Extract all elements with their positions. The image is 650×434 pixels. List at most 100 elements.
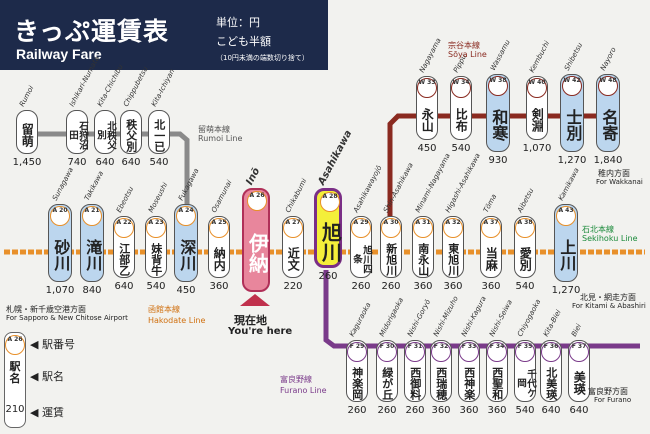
station-fare: 1,840: [593, 155, 623, 166]
station-kita-chichibu: 北秩父別: [94, 110, 116, 154]
station-pippu: W 34 比布: [450, 76, 472, 140]
rumoi-line-ja: 留萌本線: [198, 125, 230, 134]
station-name: 西神楽: [462, 366, 476, 400]
station-number-badge: W 34: [451, 78, 471, 98]
station-nishi-mizuho: F 32 西瑞穂: [430, 340, 452, 402]
station-chiyogaoka: F 35 千代ケ岡: [514, 340, 536, 402]
station-nishi-kagura: F 33 西神楽: [458, 340, 480, 402]
station-fare: 360: [443, 281, 463, 292]
station-number-badge: F 34: [487, 342, 507, 362]
station-number-badge: A 43: [556, 206, 576, 226]
station-moseushi: A 23 妹背牛: [145, 216, 167, 278]
station-number-badge: A 37: [481, 218, 501, 238]
station-name: 旭川: [318, 222, 343, 262]
station-fare: 540: [149, 157, 169, 168]
station-fare: 540: [515, 405, 535, 416]
station-number-badge: F 36: [541, 342, 561, 362]
direction-wakkanai-en: For Wakkanai: [596, 178, 643, 186]
station-chippubetsu: 秩父別: [120, 110, 142, 154]
station-name: 士別: [563, 109, 583, 141]
station-number-badge: W 38: [488, 76, 508, 96]
legend-station-name-text: 駅名: [41, 370, 64, 383]
legend-station-no: ◀ 駅番号: [30, 338, 75, 351]
station-number-badge: F 33: [459, 342, 479, 362]
station-fare: 260: [405, 405, 425, 416]
station-name: 北美瑛: [544, 366, 558, 400]
station-number-badge: A 23: [146, 218, 166, 238]
legend-station-no-text: 駅番号: [41, 338, 75, 351]
station-name: 伊納: [245, 233, 270, 273]
station-name: 滝川: [83, 239, 103, 271]
station-fare: 1,270: [551, 285, 581, 296]
station-fare: 260: [381, 281, 401, 292]
station-ishikari-numata: 石狩沼田: [66, 110, 88, 154]
direction-furano: 富良野方面: [588, 387, 628, 396]
station-number-badge: A 28: [320, 192, 340, 212]
station-kita-ichiyan: 北一已: [148, 110, 170, 154]
station-number-badge: A 22: [114, 218, 134, 238]
station-fare: 640: [121, 157, 141, 168]
sekihoku-line-ja: 石北本線: [582, 225, 614, 234]
sekihoku-line-en: Sekihoku Line: [582, 234, 638, 243]
direction-kitami: 北見・網走方面: [580, 293, 636, 302]
station-fare: 450: [176, 285, 196, 296]
station-number-badge: F 32: [431, 342, 451, 362]
station-name: 神楽岡: [350, 366, 364, 400]
station-number-badge: A 31: [413, 218, 433, 238]
station-fare: 220: [283, 281, 303, 292]
station-fare: 1,070: [45, 285, 75, 296]
station-name: 留萌: [20, 123, 35, 147]
station-number-badge: F 37: [569, 342, 589, 362]
station-name: 西瑞穂: [434, 366, 448, 400]
current-location-en: You're here: [228, 326, 293, 337]
station-name: 石狩沼田: [67, 120, 88, 150]
station-fare: 540: [451, 143, 471, 154]
station-name: 西聖和: [490, 366, 504, 400]
station-fare: 640: [541, 405, 561, 416]
station-fare: 360: [459, 405, 479, 416]
station-name: 旭川四条: [351, 244, 372, 274]
station-number-badge: F 30: [377, 342, 397, 362]
direction-kitami-en: For Kitami & Abashiri: [572, 302, 646, 310]
station-aibetsu: A 38 愛別: [514, 216, 536, 278]
station-name: 愛別: [518, 247, 533, 271]
station-number-badge: A 26: [247, 191, 267, 211]
unit-label: 単位：円: [216, 16, 260, 29]
rounding-note: （10円未満の端数切り捨て）: [216, 54, 309, 62]
legend-fare: ◀ 運賃: [30, 406, 64, 419]
station-kita-biei: F 36 北美瑛: [540, 340, 562, 402]
station-takikawa: A 21 滝川: [80, 204, 104, 282]
board-title: きっぷ運賃表: [14, 17, 170, 46]
station-number-badge: A 20: [50, 206, 70, 226]
furano-line-en: Furano Line: [280, 386, 327, 395]
child-fare-label: こども半額: [216, 35, 271, 48]
station-fare: 840: [82, 285, 102, 296]
station-name: 比布: [454, 108, 469, 132]
station-fare: 260: [377, 405, 397, 416]
station-number-badge: A 38: [515, 218, 535, 238]
station-name: 妹背牛: [149, 242, 163, 276]
station-midorigaoka: F 30 緑が丘: [376, 340, 398, 402]
station-number-badge: A 21: [82, 206, 102, 226]
station-number-badge: A 25: [209, 218, 229, 238]
board-subtitle: Railway Fare: [16, 46, 102, 62]
station-name: 北一已: [152, 118, 166, 152]
station-number-badge: F 35: [515, 342, 535, 362]
station-name: 緑が丘: [380, 366, 394, 400]
station-fare: 360: [413, 281, 433, 292]
station-fare: 640: [569, 405, 589, 416]
station-name: 深川: [177, 239, 197, 271]
station-name: 千代ケ岡: [515, 368, 536, 398]
station-number-badge: A 29: [351, 218, 371, 238]
direction-furano-en: For Furano: [594, 396, 632, 404]
station-fare: 1,270: [557, 155, 587, 166]
station-number-badge: A 32: [443, 218, 463, 238]
station-nishi-seiwa: F 34 西聖和: [486, 340, 508, 402]
